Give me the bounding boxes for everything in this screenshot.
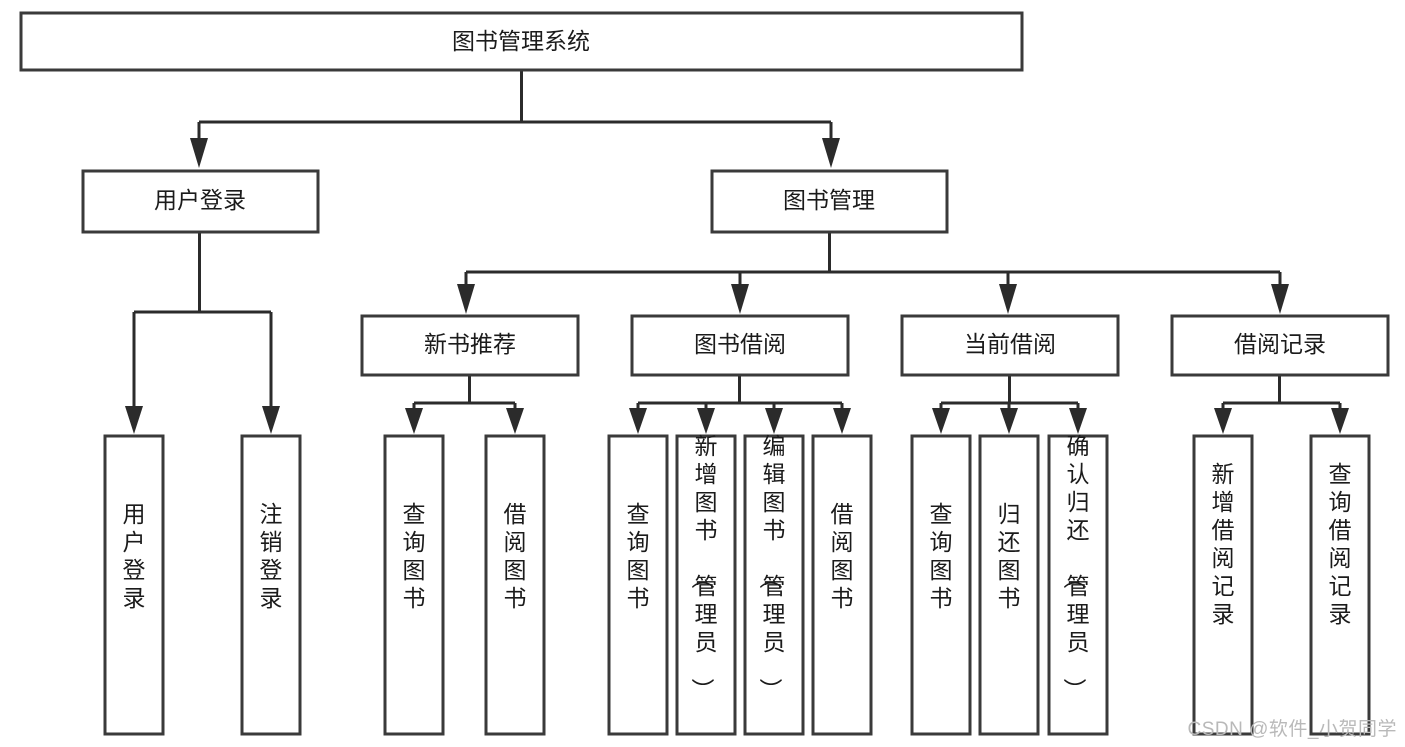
arrowhead-new-book-recommend xyxy=(457,284,475,314)
node-user-login[interactable]: 用户登录 xyxy=(81,169,320,234)
arrowhead-leaf-borrow-book-1 xyxy=(506,408,524,434)
node-new-book-recommend-label: 新书推荐 xyxy=(424,331,516,357)
node-root[interactable]: 图书管理系统 xyxy=(19,11,1024,72)
arrowhead-leaf-add-book xyxy=(697,408,715,434)
node-leaf-borrow-book-1[interactable]: 借阅图书 xyxy=(484,434,546,736)
arrowhead-leaf-query-book-2 xyxy=(629,408,647,434)
arrowhead-leaf-borrow-book-2 xyxy=(833,408,851,434)
node-leaf-query-record[interactable]: 查询借阅记录 xyxy=(1309,434,1371,736)
node-leaf-edit-book[interactable]: 编辑图书（管理员） xyxy=(743,433,805,736)
node-leaf-add-record-label: 新增借阅记录 xyxy=(1212,461,1235,627)
arrowhead-user-login xyxy=(190,138,208,168)
node-leaf-query-book-1-label: 查询图书 xyxy=(403,501,426,611)
node-leaf-edit-book-label: 编辑图书（管理员） xyxy=(758,433,786,701)
node-leaf-return-book[interactable]: 归还图书 xyxy=(978,434,1040,736)
arrowhead-leaf-user-logout xyxy=(262,406,280,434)
node-leaf-user-logout-label: 注销登录 xyxy=(260,501,283,611)
arrowhead-leaf-return-book xyxy=(1000,408,1018,434)
node-leaf-confirm-return-label: 确认归还（管理员） xyxy=(1062,433,1090,701)
node-leaf-user-login-label: 用户登录 xyxy=(123,501,146,611)
node-leaf-confirm-return[interactable]: 确认归还（管理员） xyxy=(1047,433,1109,736)
node-leaf-query-book-2[interactable]: 查询图书 xyxy=(607,434,669,736)
node-leaf-add-book[interactable]: 新增图书（管理员） xyxy=(675,433,737,736)
arrowhead-leaf-confirm-return xyxy=(1069,408,1087,434)
node-leaf-add-book-label: 新增图书（管理员） xyxy=(690,433,718,701)
connector-layer xyxy=(125,70,1349,434)
node-leaf-query-book-3[interactable]: 查询图书 xyxy=(910,434,972,736)
node-book-manage[interactable]: 图书管理 xyxy=(710,169,949,234)
node-leaf-query-book-3-label: 查询图书 xyxy=(930,501,953,611)
arrowhead-leaf-query-book-1 xyxy=(405,408,423,434)
csdn-watermark: CSDN @软件_小贺同学 xyxy=(1187,719,1397,740)
arrowhead-book-borrow xyxy=(731,284,749,314)
node-leaf-user-logout[interactable]: 注销登录 xyxy=(240,434,302,736)
arrowhead-leaf-query-book-3 xyxy=(932,408,950,434)
arrowhead-leaf-add-record xyxy=(1214,408,1232,434)
node-leaf-query-book-2-label: 查询图书 xyxy=(627,501,650,611)
node-root-label: 图书管理系统 xyxy=(452,28,590,54)
node-leaf-borrow-book-2-label: 借阅图书 xyxy=(831,501,854,611)
node-leaf-query-book-1[interactable]: 查询图书 xyxy=(383,434,445,736)
node-book-borrow-label: 图书借阅 xyxy=(694,331,786,357)
node-book-borrow[interactable]: 图书借阅 xyxy=(630,314,850,377)
node-current-borrow[interactable]: 当前借阅 xyxy=(900,314,1120,377)
arrowhead-leaf-query-record xyxy=(1331,408,1349,434)
arrowhead-leaf-user-login xyxy=(125,406,143,434)
node-borrow-record-label: 借阅记录 xyxy=(1234,331,1326,357)
node-leaf-return-book-label: 归还图书 xyxy=(998,501,1021,611)
node-current-borrow-label: 当前借阅 xyxy=(964,331,1056,357)
node-user-login-label: 用户登录 xyxy=(154,187,246,213)
node-borrow-record[interactable]: 借阅记录 xyxy=(1170,314,1390,377)
arrowhead-book-manage xyxy=(822,138,840,168)
node-leaf-add-record[interactable]: 新增借阅记录 xyxy=(1192,434,1254,736)
node-leaf-borrow-book-1-label: 借阅图书 xyxy=(504,501,527,611)
node-leaf-borrow-book-2[interactable]: 借阅图书 xyxy=(811,434,873,736)
arrowhead-borrow-record xyxy=(1271,284,1289,314)
arrowhead-current-borrow xyxy=(999,284,1017,314)
arrowhead-leaf-edit-book xyxy=(765,408,783,434)
node-new-book-recommend[interactable]: 新书推荐 xyxy=(360,314,580,377)
node-leaf-query-record-label: 查询借阅记录 xyxy=(1329,461,1352,627)
node-book-manage-label: 图书管理 xyxy=(783,187,875,213)
node-leaf-user-login[interactable]: 用户登录 xyxy=(103,434,165,736)
